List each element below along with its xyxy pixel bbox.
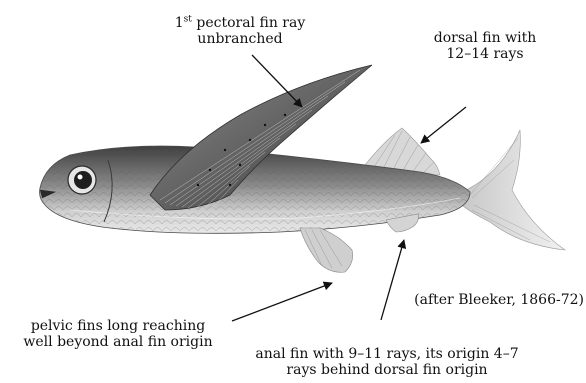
pelvic-fin-label: pelvic fins long reaching well beyond an… <box>4 318 232 350</box>
dorsal-label-line2: 12–14 rays <box>410 46 560 62</box>
pelvic-label-line2: well beyond anal fin origin <box>4 334 232 350</box>
anal-label-line1: anal fin with 9–11 rays, its origin 4–7 <box>247 346 527 362</box>
pelvic-arrow <box>232 283 332 321</box>
dorsal-fin-label: dorsal fin with 12–14 rays <box>410 30 560 62</box>
pelvic-label-line1: pelvic fins long reaching <box>4 318 232 334</box>
pectoral-label-line1: 1st pectoral fin ray <box>140 15 340 31</box>
fish-eye <box>68 166 96 194</box>
ordinal-number: 1 <box>175 15 184 31</box>
caudal-fin <box>462 130 565 250</box>
pectoral-label-line2: unbranched <box>140 31 340 47</box>
dorsal-arrow <box>421 107 466 143</box>
anal-arrow <box>381 240 404 320</box>
anal-label-line2: rays behind dorsal fin origin <box>247 362 527 378</box>
pelvic-fin <box>300 228 353 272</box>
anal-fin-label: anal fin with 9–11 rays, its origin 4–7 … <box>247 346 527 378</box>
credit-label: (after Bleeker, 1866-72) <box>396 292 584 308</box>
ordinal-suffix: st <box>184 14 192 24</box>
pectoral-fin-label: 1st pectoral fin ray unbranched <box>140 15 340 47</box>
dorsal-label-line1: dorsal fin with <box>410 30 560 46</box>
pectoral-label-text: pectoral fin ray <box>192 15 305 31</box>
